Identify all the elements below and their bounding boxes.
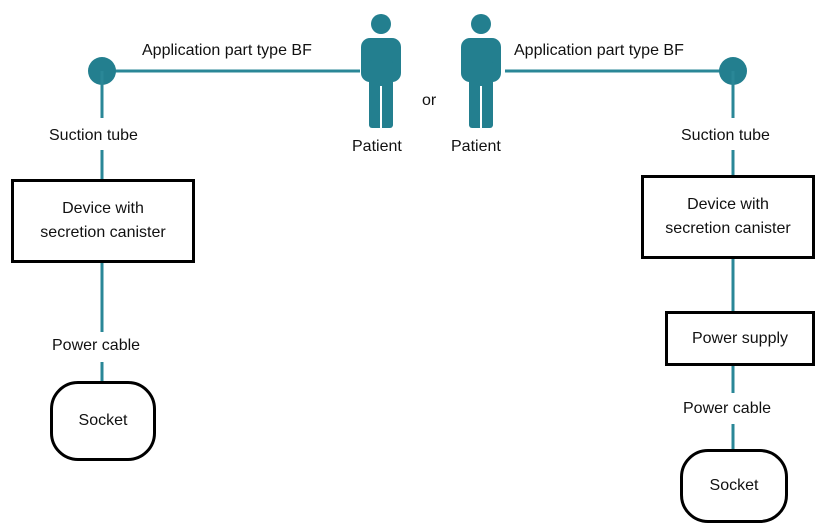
right-device-label-line1: Device with: [687, 196, 769, 213]
right-patient-label: Patient: [451, 138, 501, 155]
right-patient-person-icon: [461, 14, 501, 128]
left-patient-person-icon: [361, 14, 401, 128]
left-socket-label: Socket: [78, 412, 128, 429]
left-power-cable-label: Power cable: [52, 337, 141, 354]
left-device-box: Device with secretion canister: [11, 179, 195, 263]
left-application-part-label: Application part type BF: [142, 42, 312, 59]
right-socket: Socket: [680, 449, 788, 523]
left-suction-tube-label: Suction tube: [49, 127, 138, 144]
right-socket-label: Socket: [709, 477, 759, 494]
right-device-label-line2: secretion canister: [665, 220, 791, 237]
left-socket: Socket: [50, 381, 156, 461]
right-device-box: Device with secretion canister: [641, 175, 815, 259]
right-suction-tube-label: Suction tube: [681, 127, 770, 144]
right-power-supply-label: Power supply: [691, 329, 789, 347]
left-device-label-line1: Device with: [62, 200, 144, 217]
left-patient-label: Patient: [352, 138, 402, 155]
right-application-part-label: Application part type BF: [514, 42, 684, 59]
separator-or-label: or: [422, 92, 437, 109]
right-power-supply-box: Power supply: [665, 311, 815, 366]
left-device-label-line2: secretion canister: [40, 224, 166, 241]
right-power-cable-label: Power cable: [683, 400, 772, 417]
